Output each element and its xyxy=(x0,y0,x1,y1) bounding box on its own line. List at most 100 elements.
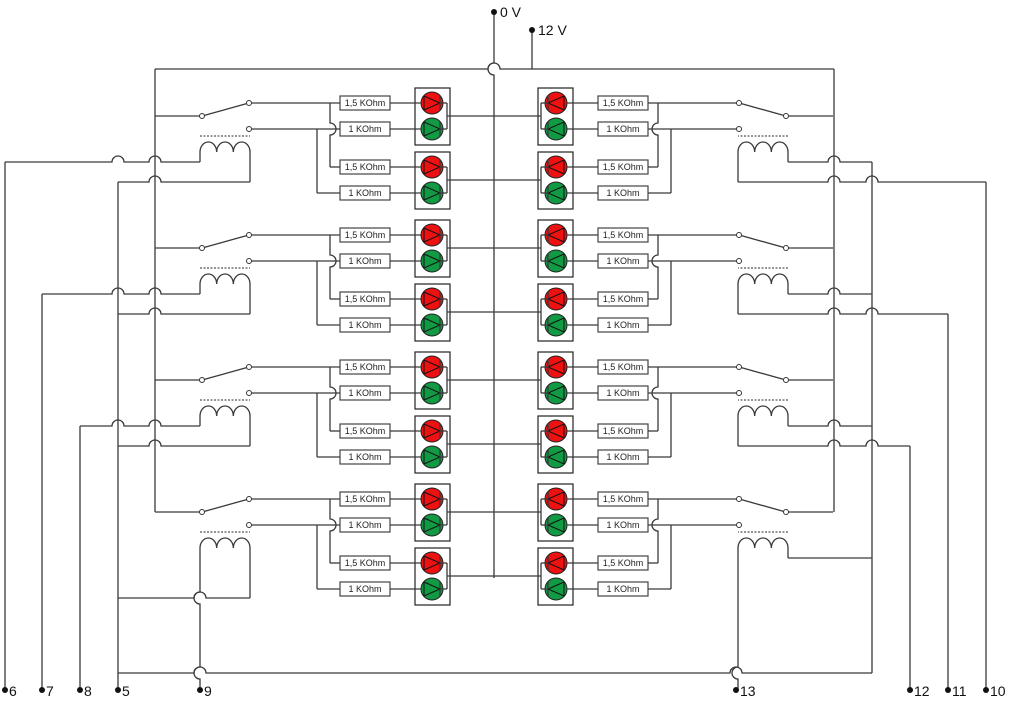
ground-terminal-dot xyxy=(491,9,497,15)
switch-blade xyxy=(203,498,248,513)
terminal-label-left-relay-4: 9 xyxy=(204,683,212,699)
supply-12v-rail xyxy=(155,62,834,70)
switch-common-contact xyxy=(783,509,789,515)
diode-symbol-icon xyxy=(423,555,442,571)
relay-coil-icon xyxy=(737,273,789,285)
wire xyxy=(329,499,337,563)
terminal-dot[interactable] xyxy=(945,687,951,693)
switch-contact-green xyxy=(736,390,742,396)
terminal-dot[interactable] xyxy=(39,687,45,693)
diode-symbol-icon xyxy=(423,581,442,597)
switch-contact-red xyxy=(736,232,742,238)
right-relay-4-circuit xyxy=(537,483,789,606)
switch-common-contact xyxy=(199,509,205,515)
switch-contact-red xyxy=(736,364,742,370)
wire xyxy=(329,367,337,431)
resistor-value-label: 1 KOhm xyxy=(348,256,381,266)
relay-coil-icon xyxy=(199,273,251,285)
terminal-dot[interactable] xyxy=(983,687,989,693)
switch-contact-red xyxy=(246,232,252,238)
resistor-value-label: 1 KOhm xyxy=(348,124,381,134)
diode-symbol-icon xyxy=(546,581,565,597)
resistor-value-label: 1 KOhm xyxy=(348,520,381,530)
coil-terminal-wire xyxy=(42,287,200,295)
terminal-dot[interactable] xyxy=(2,687,8,693)
diode-symbol-icon xyxy=(546,185,565,201)
terminal-dot[interactable] xyxy=(907,687,913,693)
diode-symbol-icon xyxy=(423,423,442,439)
resistor-value-label: 1,5 KOhm xyxy=(603,558,644,568)
diode-symbol-icon xyxy=(423,517,442,533)
resistor-value-label: 1 KOhm xyxy=(606,320,639,330)
resistor-value-label: 1,5 KOhm xyxy=(345,162,386,172)
switch-common-contact xyxy=(199,245,205,251)
coil-terminal-wire xyxy=(193,548,201,690)
resistor-value-label: 1 KOhm xyxy=(348,584,381,594)
diode-symbol-icon xyxy=(423,385,442,401)
coil-common-wire xyxy=(118,591,250,599)
switch-contact-green xyxy=(246,126,252,132)
resistor-value-label: 1 KOhm xyxy=(606,584,639,594)
resistor-value-label: 1,5 KOhm xyxy=(603,362,644,372)
ground-0v-bus xyxy=(487,12,495,578)
diode-symbol-icon xyxy=(546,227,565,243)
terminal-dot[interactable] xyxy=(115,687,121,693)
switch-contact-red xyxy=(736,496,742,502)
wire xyxy=(651,103,659,167)
switch-contact-red xyxy=(246,100,252,106)
switch-contact-green xyxy=(736,522,742,528)
switch-contact-red xyxy=(246,496,252,502)
diode-symbol-icon xyxy=(546,95,565,111)
switch-contact-green xyxy=(736,258,742,264)
diode-symbol-icon xyxy=(423,185,442,201)
diode-symbol-icon xyxy=(423,317,442,333)
relay-coil-icon xyxy=(737,537,789,549)
coil-terminal-wire xyxy=(738,307,948,315)
terminal-dot[interactable] xyxy=(77,687,83,693)
terminal-label-right-relay-3: 12 xyxy=(914,683,930,699)
resistor-value-label: 1 KOhm xyxy=(606,388,639,398)
resistor-value-label: 1,5 KOhm xyxy=(345,230,386,240)
switch-contact-green xyxy=(246,522,252,528)
resistor-value-label: 1 KOhm xyxy=(606,124,639,134)
switch-contact-green xyxy=(736,126,742,132)
coil-common-wire xyxy=(788,287,872,295)
coil-terminal-wire xyxy=(738,439,910,447)
supply-12v-terminal-dot xyxy=(529,27,535,33)
relay-coil-icon xyxy=(199,141,251,153)
switch-blade xyxy=(740,498,785,513)
switch-common-contact xyxy=(199,377,205,383)
coil-terminal-wire xyxy=(731,548,739,690)
diode-symbol-icon xyxy=(423,359,442,375)
resistor-value-label: 1 KOhm xyxy=(348,388,381,398)
diode-symbol-icon xyxy=(546,159,565,175)
diode-symbol-icon xyxy=(546,555,565,571)
diode-symbol-icon xyxy=(423,159,442,175)
switch-blade xyxy=(740,102,785,117)
wire xyxy=(329,235,337,299)
resistor-value-label: 1,5 KOhm xyxy=(345,98,386,108)
right-relay-1-circuit xyxy=(537,87,789,210)
coil-common-wire xyxy=(788,419,872,427)
resistor-value-label: 1,5 KOhm xyxy=(603,162,644,172)
coil-common-wire xyxy=(118,307,250,315)
diode-symbol-icon xyxy=(546,385,565,401)
switch-common-contact xyxy=(783,113,789,119)
switch-common-contact xyxy=(199,113,205,119)
diode-symbol-icon xyxy=(546,359,565,375)
switch-blade xyxy=(740,366,785,381)
wire xyxy=(651,499,659,563)
coil-common-wire xyxy=(788,155,872,163)
switch-blade xyxy=(203,234,248,249)
resistor-value-label: 1,5 KOhm xyxy=(603,98,644,108)
terminal-dot[interactable] xyxy=(733,687,739,693)
relay-coil-icon xyxy=(737,405,789,417)
resistor-value-label: 1,5 KOhm xyxy=(603,426,644,436)
coil-common-wire xyxy=(118,175,250,183)
resistor-value-label: 1,5 KOhm xyxy=(345,558,386,568)
diode-symbol-icon xyxy=(423,95,442,111)
terminal-dot[interactable] xyxy=(197,687,203,693)
wire xyxy=(329,103,337,167)
diode-symbol-icon xyxy=(423,253,442,269)
wire xyxy=(651,235,659,299)
